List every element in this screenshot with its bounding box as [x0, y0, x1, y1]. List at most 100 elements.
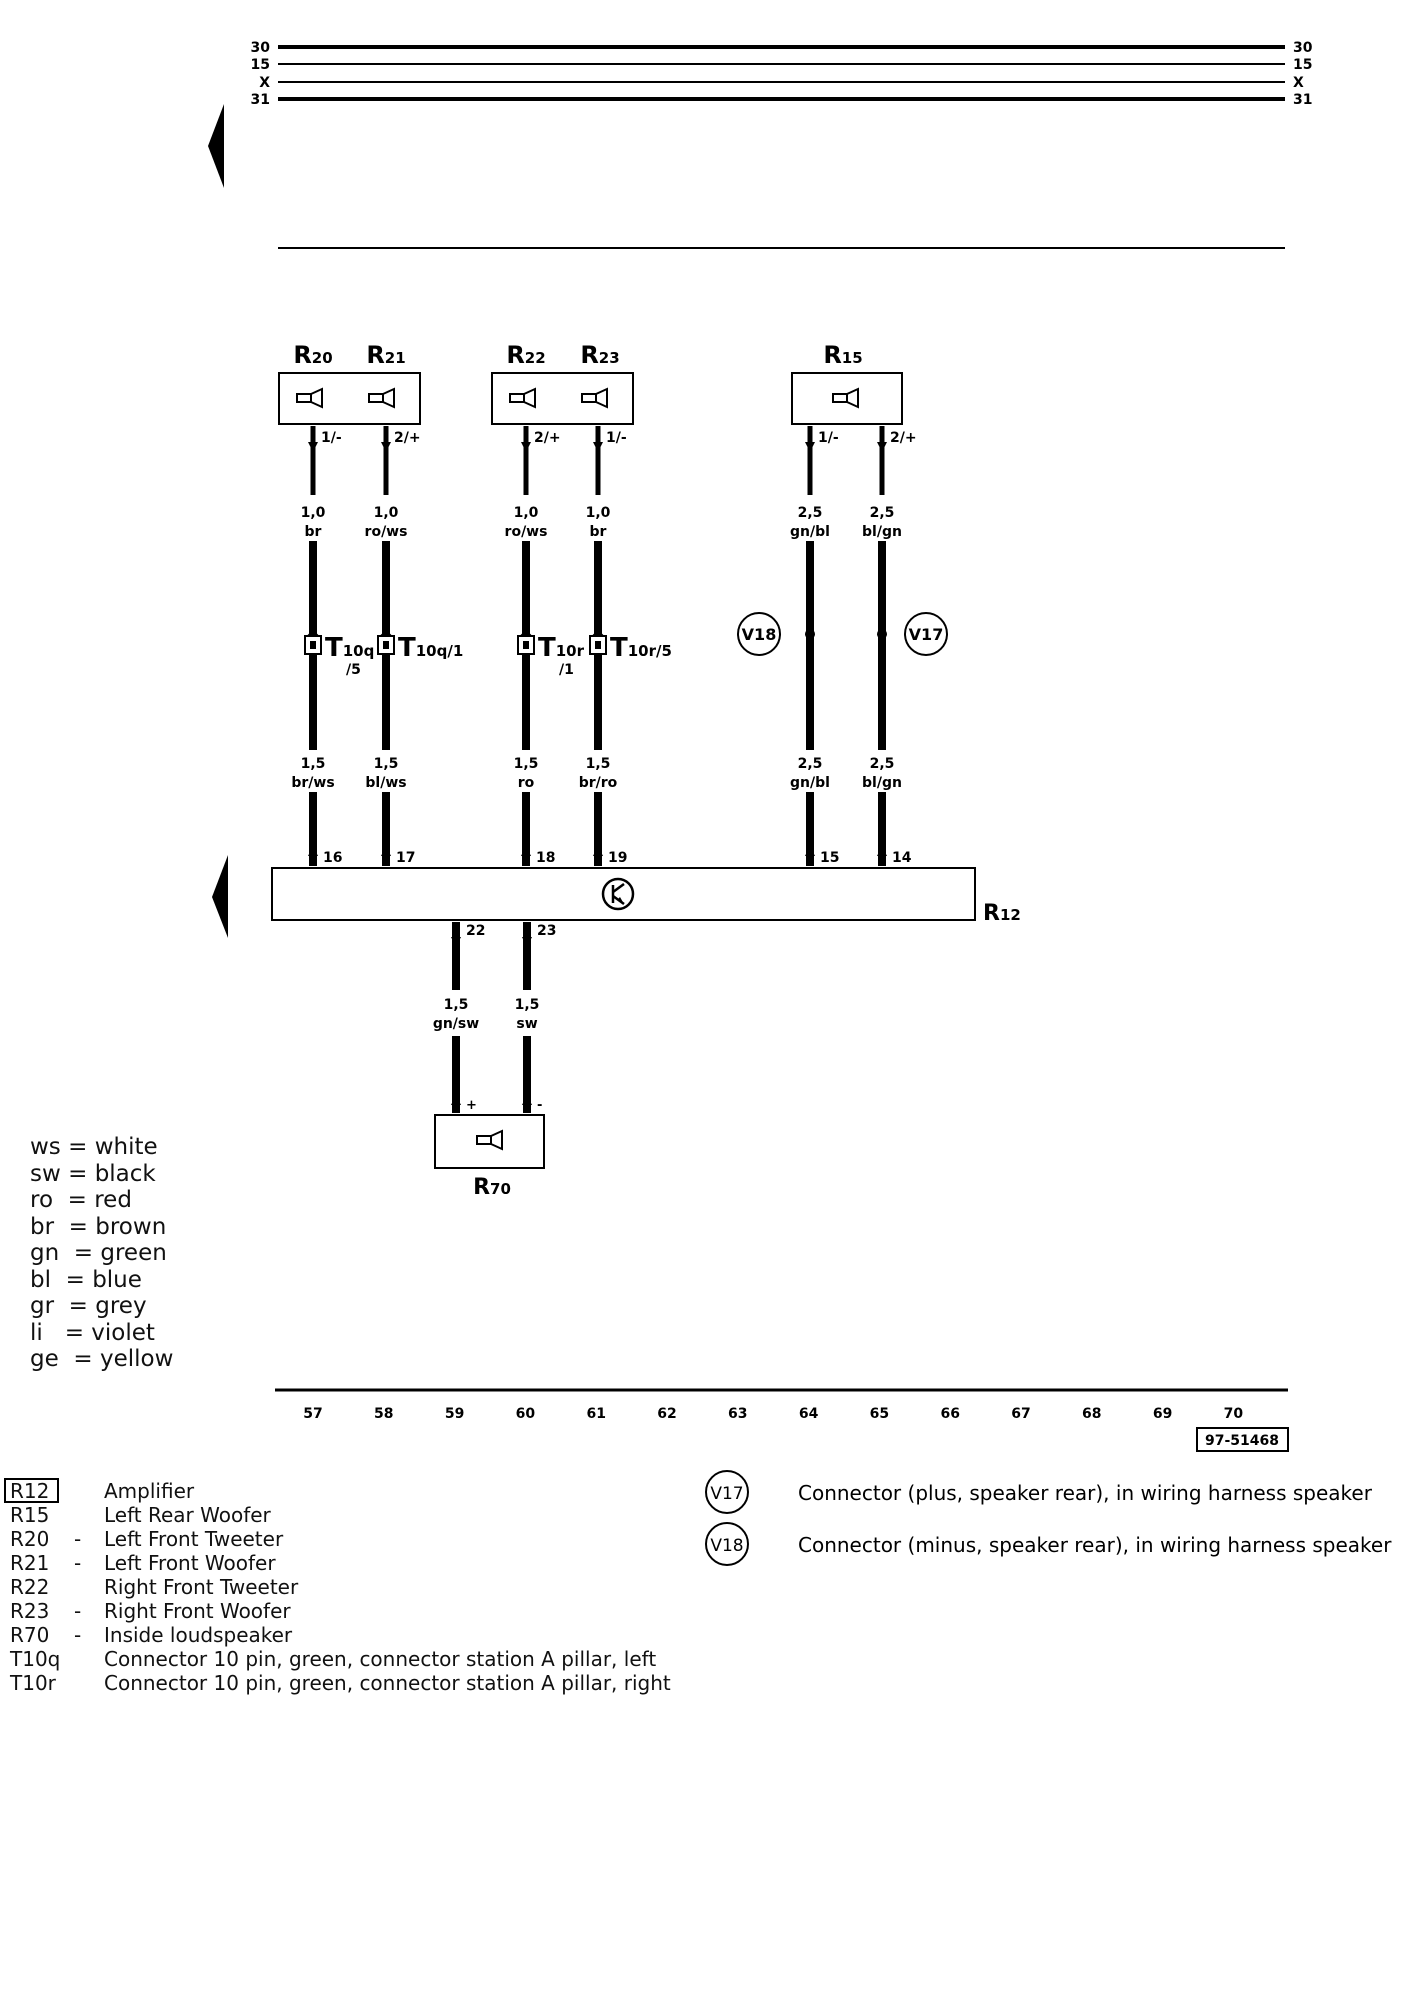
legend-row: R21-Left Front Woofer	[10, 1551, 671, 1575]
wire-arrow	[521, 846, 531, 856]
wire-gauge: 1,5	[515, 997, 540, 1013]
connector-suffix: 10r/5	[628, 642, 672, 660]
ruler-number: 69	[1153, 1406, 1172, 1422]
legend-text: Connector 10 pin, green, connector stati…	[104, 1671, 671, 1695]
legend-v18-symbol: V18	[705, 1522, 749, 1566]
connector-pin-icon	[304, 629, 322, 655]
connector-letter: T	[325, 633, 343, 663]
wire-amp-pin: 19	[608, 850, 627, 866]
legend-text: Left Front Woofer	[104, 1551, 276, 1575]
wire-amp-pin: 15	[820, 850, 839, 866]
wire-top-gauge: 2,5	[798, 505, 823, 521]
wire-arrow	[521, 442, 531, 452]
wire-amp-pin: 18	[536, 850, 555, 866]
connector-suffix: 10r	[556, 642, 585, 660]
ruler-number: 64	[799, 1406, 819, 1422]
connector-label: T10q/1	[398, 633, 463, 663]
speaker-icon	[509, 387, 536, 409]
speaker-group-rear: R15	[791, 341, 903, 425]
diagram-id-box	[1196, 1427, 1289, 1452]
ruler-number: 60	[516, 1406, 536, 1422]
legend-text: Connector 10 pin, green, connector stati…	[104, 1647, 657, 1671]
wires: 1/-1,0br1,5br/ws16T10q/52/+1,0ro/ws1,5bl…	[291, 426, 948, 866]
lower-wire-0: 221,5gn/sw+	[433, 922, 485, 1113]
color-key-row: ws = white	[30, 1134, 158, 1160]
wire-top-color: gn/bl	[790, 524, 830, 540]
legend-row: R23-Right Front Woofer	[10, 1599, 671, 1623]
component-label-r12: R12	[983, 901, 1021, 926]
wire-color: sw	[516, 1016, 537, 1032]
page-arrow-middle	[212, 855, 228, 938]
splice-symbol-v17: V17	[904, 612, 948, 656]
splice-dot	[805, 629, 815, 639]
legend-r12-box	[4, 1478, 59, 1503]
color-key-row: gn = green	[30, 1240, 167, 1266]
wire-bottom-color: bl/gn	[862, 775, 902, 791]
ruler-number: 57	[303, 1406, 322, 1422]
wire-arrow	[308, 442, 318, 452]
connector-label: T10q	[325, 633, 374, 663]
wire-top-color: ro/ws	[505, 524, 548, 540]
splice-dot	[877, 629, 887, 639]
bus-lines: 30 15 X 31 30 15 X 31	[251, 40, 1313, 108]
connector-pin-icon	[377, 629, 395, 655]
legend-code: T10r	[10, 1671, 56, 1695]
transistor-icon	[601, 877, 635, 911]
ruler-number: 61	[586, 1406, 605, 1422]
connector-letter: T	[538, 633, 556, 663]
legend-text: Left Front Tweeter	[104, 1527, 284, 1551]
legend-code: R21	[10, 1551, 50, 1575]
ruler-number: 59	[445, 1406, 464, 1422]
legend-v17-code: V17	[710, 1484, 743, 1504]
wire-top-color: br	[590, 524, 607, 540]
ruler-number: 58	[374, 1406, 393, 1422]
splice-label: V18	[742, 625, 777, 644]
wire-bottom-color: br/ro	[579, 775, 618, 791]
wire-amp-pin: 17	[396, 850, 415, 866]
wire-arrow	[593, 442, 603, 452]
lower-wire-1: 231,5sw-	[515, 922, 556, 1113]
wire-amp-pin: 23	[537, 923, 556, 939]
speaker-group-right: R22 R23	[491, 341, 634, 425]
legend-text: Right Front Tweeter	[104, 1575, 299, 1599]
bus-label-right-x: X	[1293, 75, 1304, 91]
wire-top-pin: 1/-	[606, 430, 627, 446]
wire-bottom-gauge: 1,5	[374, 756, 399, 772]
wire-arrow	[877, 442, 887, 452]
ruler-number: 63	[728, 1406, 747, 1422]
wire-top-pin: 1/-	[321, 430, 342, 446]
wire-amp-pin: 22	[466, 923, 485, 939]
wire-arrow	[805, 442, 815, 452]
color-key-row: gr = grey	[30, 1293, 147, 1319]
wire-bottom-color: ro	[518, 775, 535, 791]
connector-letter: T	[398, 633, 416, 663]
wire-color: gn/sw	[433, 1016, 479, 1032]
legend-text: Left Rear Woofer	[104, 1503, 271, 1527]
wire-gauge: 1,5	[444, 997, 469, 1013]
connector-pin-icon	[589, 629, 607, 655]
splice-label: V17	[909, 625, 944, 644]
wire-arrow	[522, 1095, 532, 1105]
wire-bottom-color: gn/bl	[790, 775, 830, 791]
wire-top-color: br	[305, 524, 322, 540]
wire-arrow	[451, 1095, 461, 1105]
wire-bottom-gauge: 2,5	[798, 756, 823, 772]
legend-code: R12	[10, 1479, 50, 1503]
wire-arrow	[381, 846, 391, 856]
legend-v18-text: Connector (minus, speaker rear), in wiri…	[798, 1533, 1392, 1557]
speaker-icon	[832, 387, 859, 409]
wire-bottom-color: br/ws	[291, 775, 334, 791]
wire-bottom-gauge: 2,5	[870, 756, 895, 772]
legend-text: Amplifier	[104, 1479, 195, 1503]
ruler-number: 66	[940, 1406, 959, 1422]
color-key-row: ge = yellow	[30, 1346, 174, 1372]
legend-dash: -	[74, 1551, 82, 1575]
